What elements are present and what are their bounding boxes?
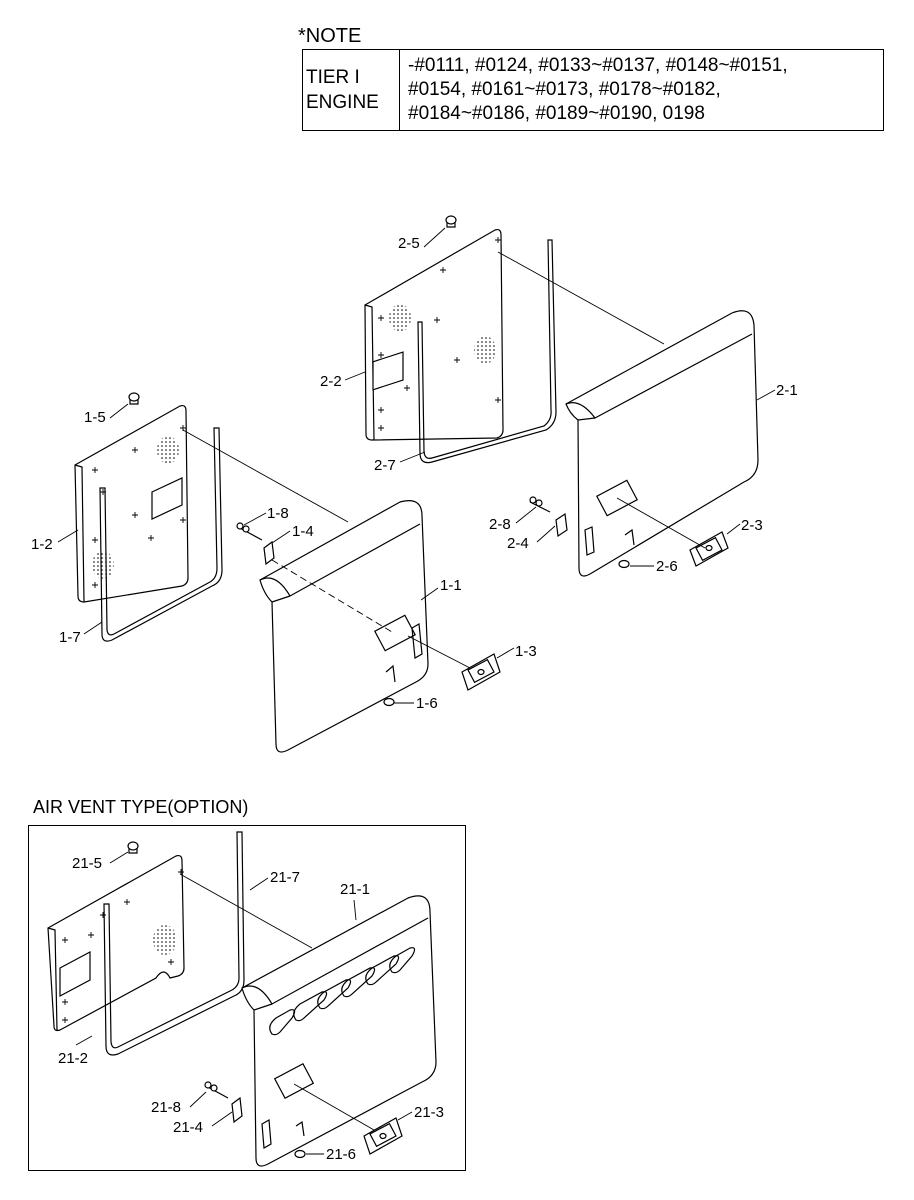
air-vent-frame (28, 825, 466, 1171)
perforation (389, 304, 411, 332)
handle-2-3 (689, 531, 729, 567)
label-1-2: 1-2 (31, 536, 53, 553)
panel-21-2 (47, 854, 185, 1032)
latch-1-4 (263, 540, 275, 566)
label-2-6: 2-6 (656, 558, 678, 575)
label-1-3: 1-3 (515, 643, 537, 660)
panel-1-2 (74, 404, 189, 603)
label-2-5: 2-5 (398, 235, 420, 252)
assembly-2 (344, 215, 776, 577)
label-2-4: 2-4 (507, 535, 529, 552)
perforation (153, 925, 177, 955)
perforation (157, 436, 179, 464)
label-21-1: 21-1 (340, 881, 370, 898)
bolt-2-8 (529, 496, 551, 513)
part-labels: 2-5 2-2 2-7 2-1 2-8 2-4 2-3 2-6 1-5 1-2 … (31, 235, 798, 1163)
label-1-4: 1-4 (292, 523, 314, 540)
handle-1-3 (461, 653, 501, 691)
seal-2-7 (417, 239, 557, 464)
note-table: TIER I ENGINE -#0111, #0124, #0133~#0137… (302, 49, 884, 131)
handle-21-3 (363, 1117, 403, 1155)
label-1-8: 1-8 (267, 505, 289, 522)
note-serial-line: #0154, #0161~#0173, #0178~#0182, (408, 79, 721, 100)
air-vent-slots (269, 947, 416, 1036)
note-title: *NOTE (298, 25, 362, 47)
label-21-2: 21-2 (58, 1050, 88, 1067)
door-21-1 (241, 895, 437, 1167)
label-2-3: 2-3 (741, 517, 763, 534)
label-2-7: 2-7 (374, 457, 396, 474)
label-1-6: 1-6 (416, 695, 438, 712)
label-21-4: 21-4 (173, 1119, 203, 1136)
label-21-3: 21-3 (414, 1104, 444, 1121)
label-2-1: 2-1 (776, 382, 798, 399)
perforation (474, 336, 496, 364)
label-1-5: 1-5 (84, 409, 106, 426)
label-2-2: 2-2 (320, 373, 342, 390)
assembly-21 (47, 831, 437, 1167)
label-1-7: 1-7 (59, 629, 81, 646)
washer-2-6 (618, 559, 630, 569)
label-21-6: 21-6 (326, 1146, 356, 1163)
note-label-line2: ENGINE (306, 92, 379, 113)
bolt-21-8 (204, 1081, 229, 1099)
latch-21-4 (231, 1096, 243, 1124)
pin-21-5 (127, 841, 139, 854)
door-1-1 (259, 500, 429, 753)
note-engine-label: TIER I ENGINE (303, 50, 400, 130)
seal-21-7 (103, 831, 245, 1056)
note-label-line1: TIER I (306, 67, 360, 88)
label-21-5: 21-5 (72, 855, 102, 872)
panel-2-2 (364, 228, 504, 441)
washer-1-6 (383, 697, 395, 707)
label-21-8: 21-8 (151, 1099, 181, 1116)
air-vent-title: AIR VENT TYPE(OPTION) (33, 797, 249, 817)
label-1-1: 1-1 (440, 577, 462, 594)
label-2-8: 2-8 (489, 516, 511, 533)
pin-1-5 (128, 392, 140, 405)
assembly-1 (57, 392, 515, 753)
seal-1-7 (99, 427, 223, 642)
door-2-1 (565, 310, 759, 577)
bolt-1-8 (236, 522, 263, 541)
label-21-7: 21-7 (270, 869, 300, 886)
pin-2-5 (445, 215, 457, 228)
perforation (92, 551, 114, 579)
note-serial-line: #0184~#0186, #0189~#0190, 0198 (408, 103, 705, 124)
washer-21-6 (294, 1149, 306, 1159)
latch-2-4 (555, 512, 568, 538)
note-serial-list: -#0111, #0124, #0133~#0137, #0148~#0151,… (400, 50, 883, 130)
note-serial-line: -#0111, #0124, #0133~#0137, #0148~#0151, (408, 55, 788, 76)
